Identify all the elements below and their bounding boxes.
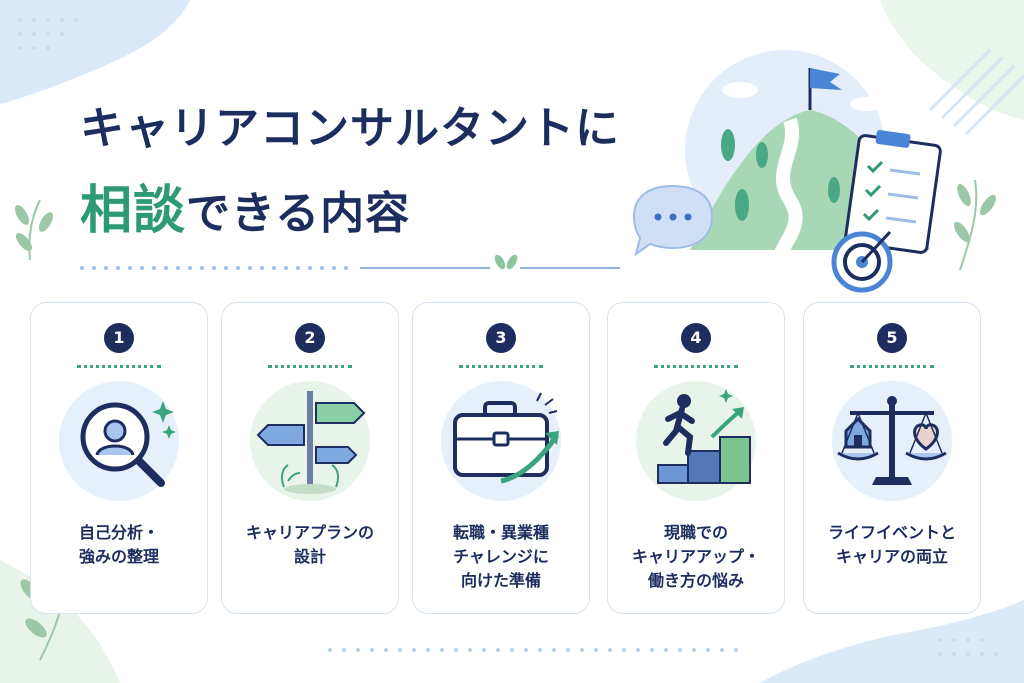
page-title-accent: 相談 [80, 181, 187, 241]
dotted-divider [459, 365, 543, 368]
target-icon [831, 230, 893, 293]
topic-card-life-balance: 5 ライフイベントと キャリアの両立 [803, 302, 981, 614]
card-number-badge: 1 [104, 323, 134, 353]
card-number-badge: 2 [295, 323, 325, 353]
card-label: 自己分析・ 強みの整理 [37, 521, 201, 569]
card-label: 転職・異業種 チャレンジに 向けた準備 [419, 521, 583, 593]
topic-card-self-analysis: 1 自己分析・ 強みの整理 [30, 302, 208, 614]
dotted-divider [654, 365, 738, 368]
speech-bubble-icon [632, 184, 714, 257]
climbing-steps-icon [636, 381, 756, 501]
flag-icon [810, 68, 842, 90]
card-label-line: キャリアアップ・ [631, 547, 760, 566]
card-label-line: 自己分析・ [78, 523, 159, 542]
balance-scale-icon [832, 381, 952, 501]
page-title-line2: 相談できる内容 [80, 168, 410, 243]
topic-card-career-plan: 2 キャリアプランの 設計 [221, 302, 399, 614]
signpost-icon [250, 381, 370, 501]
page-title-rest: できる内容 [186, 188, 411, 239]
dotted-divider [268, 365, 352, 368]
card-label-line: 転職・異業種 [452, 523, 549, 542]
card-label: ライフイベントと キャリアの両立 [810, 521, 974, 569]
person-magnifier-icon [59, 381, 179, 501]
topic-card-job-change: 3 転職・異業種 チャレンジに 向けた準備 [412, 302, 590, 614]
card-label-line: 設計 [293, 547, 326, 566]
card-label-line: ライフイベントと [827, 523, 956, 542]
card-label: キャリアプランの 設計 [228, 521, 392, 569]
card-label-line: 強みの整理 [78, 547, 159, 566]
page-title-line1: キャリアコンサルタントに [80, 103, 620, 154]
card-label-line: キャリアプランの [245, 523, 374, 542]
card-label: 現職での キャリアアップ・ 働き方の悩み [614, 521, 778, 593]
dotted-divider [850, 365, 934, 368]
card-label-line: 働き方の悩み [647, 571, 744, 590]
clipboard-checklist-icon [844, 130, 942, 254]
card-label-line: キャリアの両立 [835, 547, 948, 566]
card-label-line: 現職での [663, 523, 728, 542]
topic-card-career-up: 4 現職での キャリアアップ・ 働き方の悩み [607, 302, 785, 614]
card-number-badge: 5 [877, 323, 907, 353]
dotted-divider [77, 365, 161, 368]
card-label-line: 向けた準備 [460, 571, 541, 590]
briefcase-arrow-icon [441, 381, 561, 501]
card-number-badge: 3 [486, 323, 516, 353]
card-label-line: チャレンジに [453, 547, 549, 566]
card-number-badge: 4 [681, 323, 711, 353]
